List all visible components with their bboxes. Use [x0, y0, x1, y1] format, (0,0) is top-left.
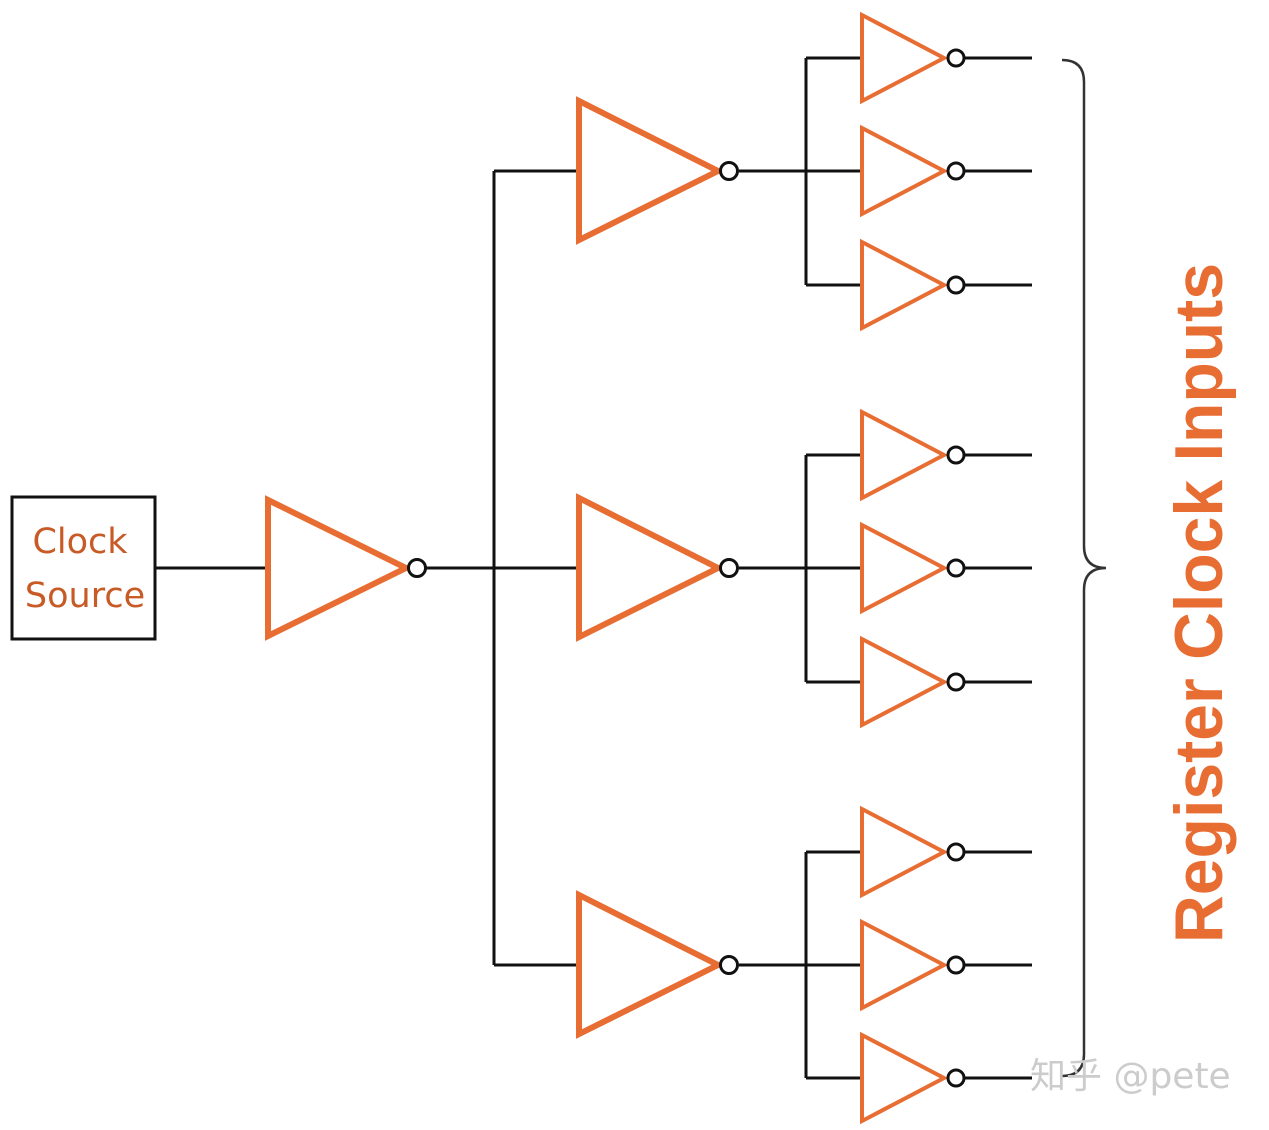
leaf-buffer-triangle — [860, 1031, 949, 1125]
inverter-bubble — [719, 558, 739, 578]
level1-buffer-bottom — [576, 890, 739, 1039]
inverter-bubble — [719, 161, 739, 181]
inverter-bubble — [946, 275, 966, 295]
leaf-buffer-triangle — [860, 805, 949, 899]
leaf-buffer-triangle — [860, 918, 949, 1012]
clock-source-box — [10, 495, 157, 641]
leaf-buffer-triangle — [860, 11, 949, 105]
inverter-bubble — [946, 955, 966, 975]
inverter-bubble — [946, 842, 966, 862]
level1-buffer-top — [576, 96, 739, 245]
buffer-triangle — [576, 493, 725, 642]
inverter-bubble — [407, 558, 427, 578]
inverter-bubble — [946, 558, 966, 578]
wires — [155, 56, 1032, 1080]
leaf-buffer-triangle — [860, 408, 949, 502]
inverter-bubble — [719, 955, 739, 975]
inverter-bubble — [946, 161, 966, 181]
inverter-bubble — [946, 1068, 966, 1088]
clock-source-label-line2: Source — [25, 576, 145, 616]
leaf-buffer-triangle — [860, 124, 949, 218]
inverter-bubble — [946, 445, 966, 465]
register-clock-inputs-label: Register Clock Inputs — [1161, 263, 1237, 943]
leaf-bubbles — [946, 48, 966, 1088]
clock-source: Clock Source — [10, 495, 157, 641]
inverter-bubble — [946, 672, 966, 692]
leaf-buffer-triangle — [860, 521, 949, 615]
branch-wires-bottom — [739, 850, 862, 1080]
leaf-buffer-triangle — [860, 635, 949, 729]
buffer-triangle — [265, 495, 413, 641]
buffer-triangle — [576, 890, 725, 1039]
clock-source-label-line1: Clock — [32, 522, 128, 562]
level1-buffer-middle — [576, 493, 739, 642]
leaf-buffer-triangle — [860, 238, 949, 332]
branch-wires-top — [739, 56, 862, 287]
curly-brace — [1061, 58, 1107, 1078]
level1-buffers — [576, 96, 739, 1039]
watermark: 知乎 @pete — [1030, 1056, 1231, 1097]
buffer-triangle — [576, 96, 725, 245]
leaf-buffers — [860, 11, 949, 1125]
leaf-outputs — [965, 56, 1032, 1080]
inverter-bubble — [946, 48, 966, 68]
branch-wires-middle — [739, 453, 862, 684]
root-buffer — [265, 495, 427, 641]
